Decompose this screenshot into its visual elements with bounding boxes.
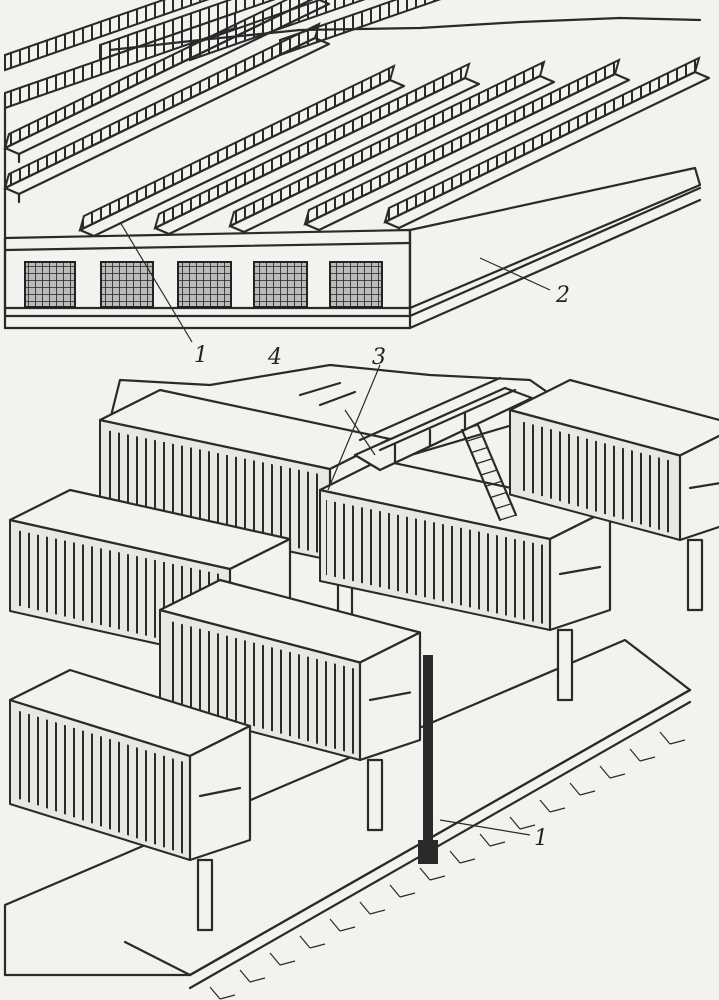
lantern-module xyxy=(158,578,422,832)
bottom-lanterns xyxy=(8,378,719,932)
roof-lantern-strip xyxy=(279,0,442,57)
roof-lantern-strip xyxy=(99,0,276,62)
top-building: 1 2 xyxy=(3,0,711,368)
window xyxy=(100,261,154,308)
top-roof-lanterns xyxy=(3,0,711,246)
window xyxy=(253,261,308,308)
window xyxy=(329,261,383,308)
top-label-2: 2 xyxy=(555,283,570,308)
roof-lantern-strip xyxy=(4,0,210,72)
column xyxy=(423,655,433,860)
lantern-module xyxy=(318,458,612,702)
bottom-structure: 4 3 1 xyxy=(3,345,719,1000)
roof-lantern-strip xyxy=(78,64,406,246)
window xyxy=(24,261,76,308)
roof-lantern-strip xyxy=(153,62,481,244)
bottom-label-1: 1 xyxy=(534,826,548,851)
roof-lantern-strip xyxy=(303,58,631,240)
top-label-1: 1 xyxy=(194,343,208,368)
slab-underside-ribs xyxy=(209,731,686,1000)
roof-lantern-strip xyxy=(3,22,331,204)
service-platform xyxy=(353,376,534,522)
bottom-label-4: 4 xyxy=(267,345,282,370)
lantern-module xyxy=(8,668,252,932)
roof-lantern-strip xyxy=(383,56,711,238)
roof-lantern-strip xyxy=(189,0,366,62)
window xyxy=(177,261,232,308)
lantern-module xyxy=(508,378,719,612)
top-facade-windows xyxy=(24,261,383,308)
bottom-label-3: 3 xyxy=(372,345,386,370)
roof-lantern-strip xyxy=(228,60,556,242)
